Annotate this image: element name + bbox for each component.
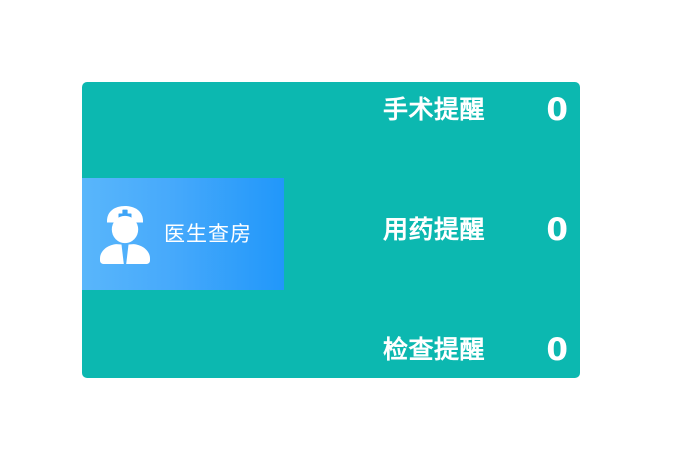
feature-card-label: 医生查房	[164, 222, 252, 246]
feature-card-doctor-ward-round[interactable]: 医生查房	[82, 178, 284, 290]
reminder-label: 检查提醒	[383, 335, 486, 364]
reminder-row-surgery[interactable]: 手术提醒 0	[383, 90, 568, 130]
reminder-list: 手术提醒 0 用药提醒 0 检查提醒 0	[383, 82, 580, 378]
reminder-count-badge: 0	[546, 331, 568, 368]
reminder-count-badge: 0	[546, 91, 568, 128]
reminder-count-badge: 0	[546, 211, 568, 248]
doctor-icon	[100, 206, 150, 264]
reminder-label: 手术提醒	[383, 95, 486, 124]
reminder-label: 用药提醒	[383, 215, 486, 244]
reminder-row-medication[interactable]: 用药提醒 0	[383, 210, 568, 250]
reminder-row-examination[interactable]: 检查提醒 0	[383, 330, 568, 370]
reminder-panel: 医生查房 手术提醒 0 用药提醒 0 检查提醒 0	[82, 82, 580, 378]
